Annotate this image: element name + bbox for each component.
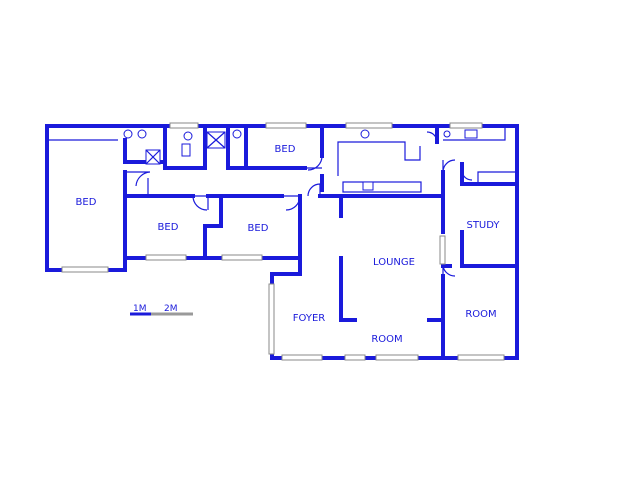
room-label-bed-mid2: BED [248,223,269,234]
room-label-study: STUDY [466,220,500,231]
room-label-bed-main: BED [76,197,97,208]
room-labels: BED BED BED BED STUDY LOUNGE FOYER ROOM … [76,144,501,345]
counters [47,126,517,196]
scale-label-1m: 1M [133,304,147,314]
room-label-foyer: FOYER [293,313,326,324]
scale-bar: 1M 2M [130,304,193,316]
room-label-bed-top: BED [275,144,296,155]
scale-label-2m: 2M [164,304,178,314]
room-label-lounge: LOUNGE [373,257,415,268]
room-label-room-right: ROOM [465,309,496,320]
room-label-bed-mid1: BED [158,222,179,233]
room-label-room-lounge: ROOM [371,334,402,345]
fixtures [123,129,478,191]
exterior-walls [45,124,519,360]
interior-walls [123,124,519,360]
windows [61,122,505,361]
doors [125,131,473,277]
